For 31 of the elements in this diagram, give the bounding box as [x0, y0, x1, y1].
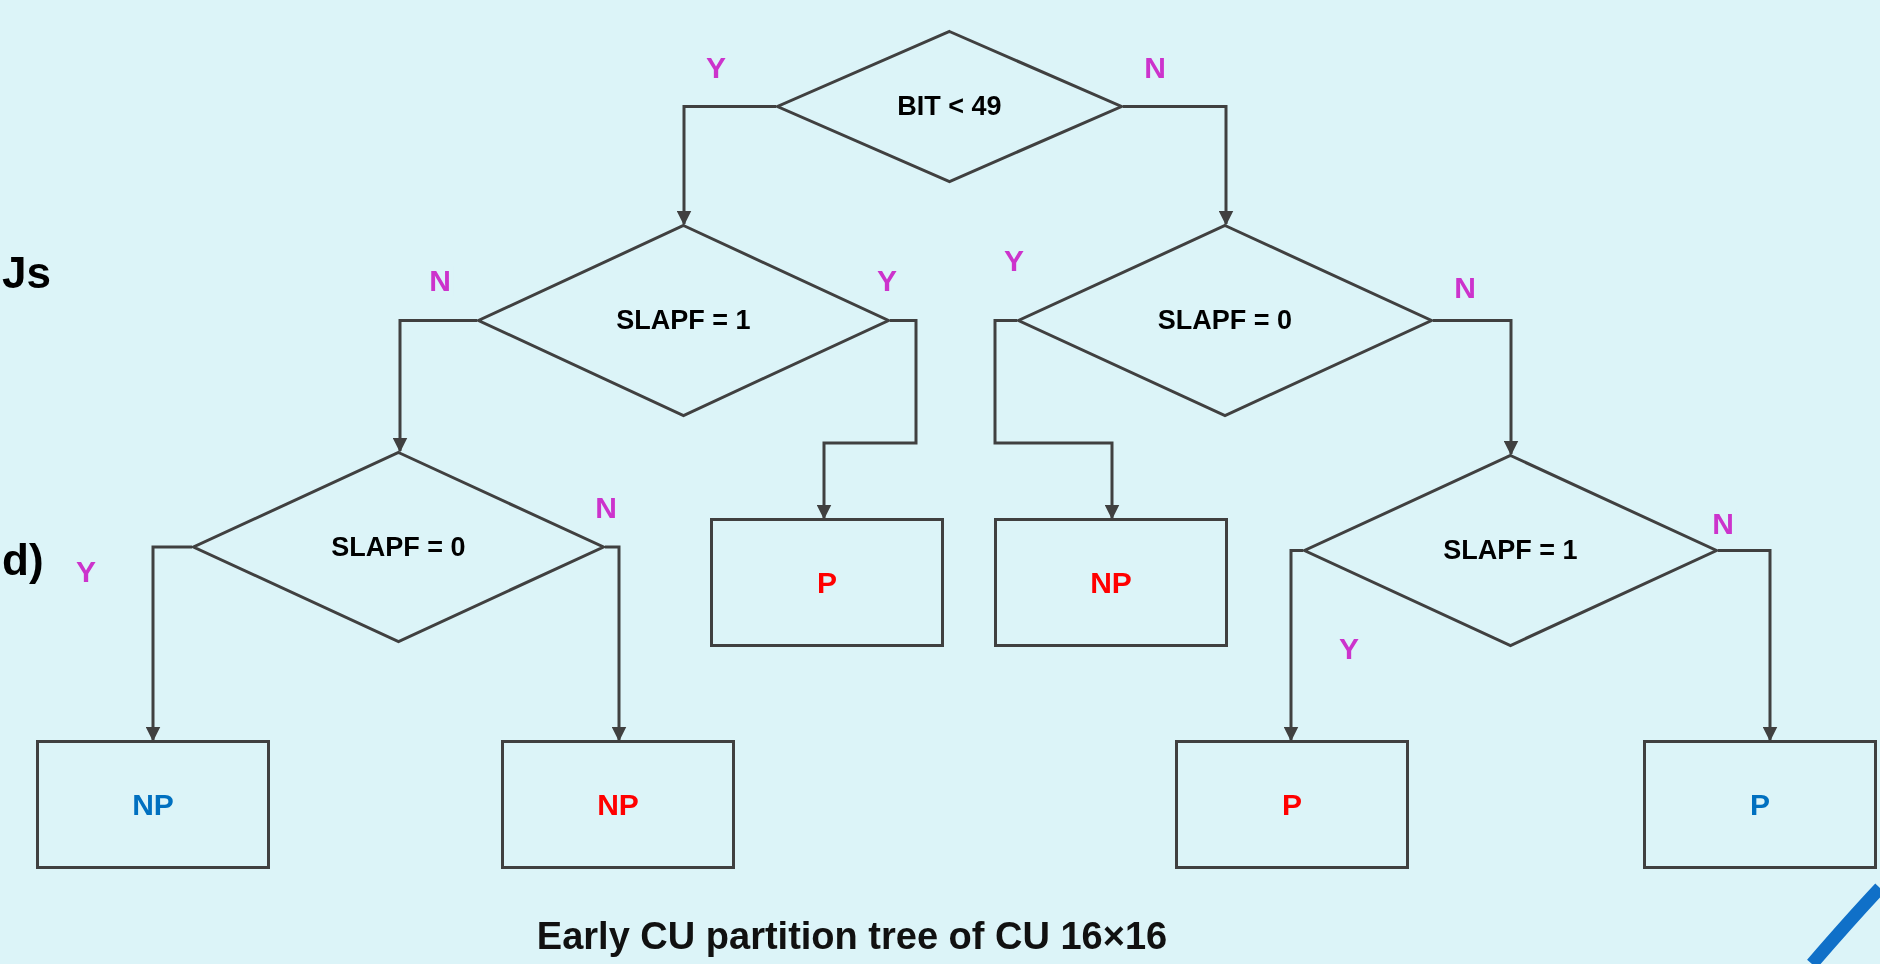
- result-text: P: [817, 565, 837, 600]
- arrow: [993, 319, 1120, 520]
- caption: Early CU partition tree of CU 16×16: [536, 914, 1168, 958]
- arrow: [392, 319, 477, 453]
- arrow: [1123, 105, 1234, 226]
- condition-text: BIT < 49: [897, 91, 1002, 122]
- result-box: [36, 740, 270, 869]
- result-box: [1643, 740, 1877, 869]
- condition-text: SLAPF = 0: [331, 531, 466, 563]
- result-box: [710, 518, 944, 647]
- arrow: [145, 545, 192, 742]
- decision-diamond: [776, 30, 1123, 183]
- arrow: [605, 545, 627, 742]
- result-text: P: [1282, 787, 1302, 822]
- result-text: NP: [1090, 565, 1132, 600]
- result-text: NP: [597, 787, 639, 822]
- condition-text: SLAPF = 1: [616, 305, 751, 336]
- condition-text: SLAPF = 0: [1157, 305, 1293, 336]
- arrow: [816, 319, 918, 520]
- side-text: d): [2, 538, 44, 582]
- arrow: [1433, 319, 1519, 456]
- result-text: NP: [132, 787, 174, 822]
- arrow: [1718, 549, 1778, 742]
- result-box: [994, 518, 1228, 647]
- arrow: [1283, 549, 1303, 742]
- result-box: [1175, 740, 1409, 869]
- arrow: [676, 105, 776, 226]
- result-text: P: [1750, 787, 1770, 822]
- condition-text: SLAPF = 1: [1443, 535, 1578, 566]
- result-box: [501, 740, 735, 869]
- side-text: Js: [2, 251, 51, 295]
